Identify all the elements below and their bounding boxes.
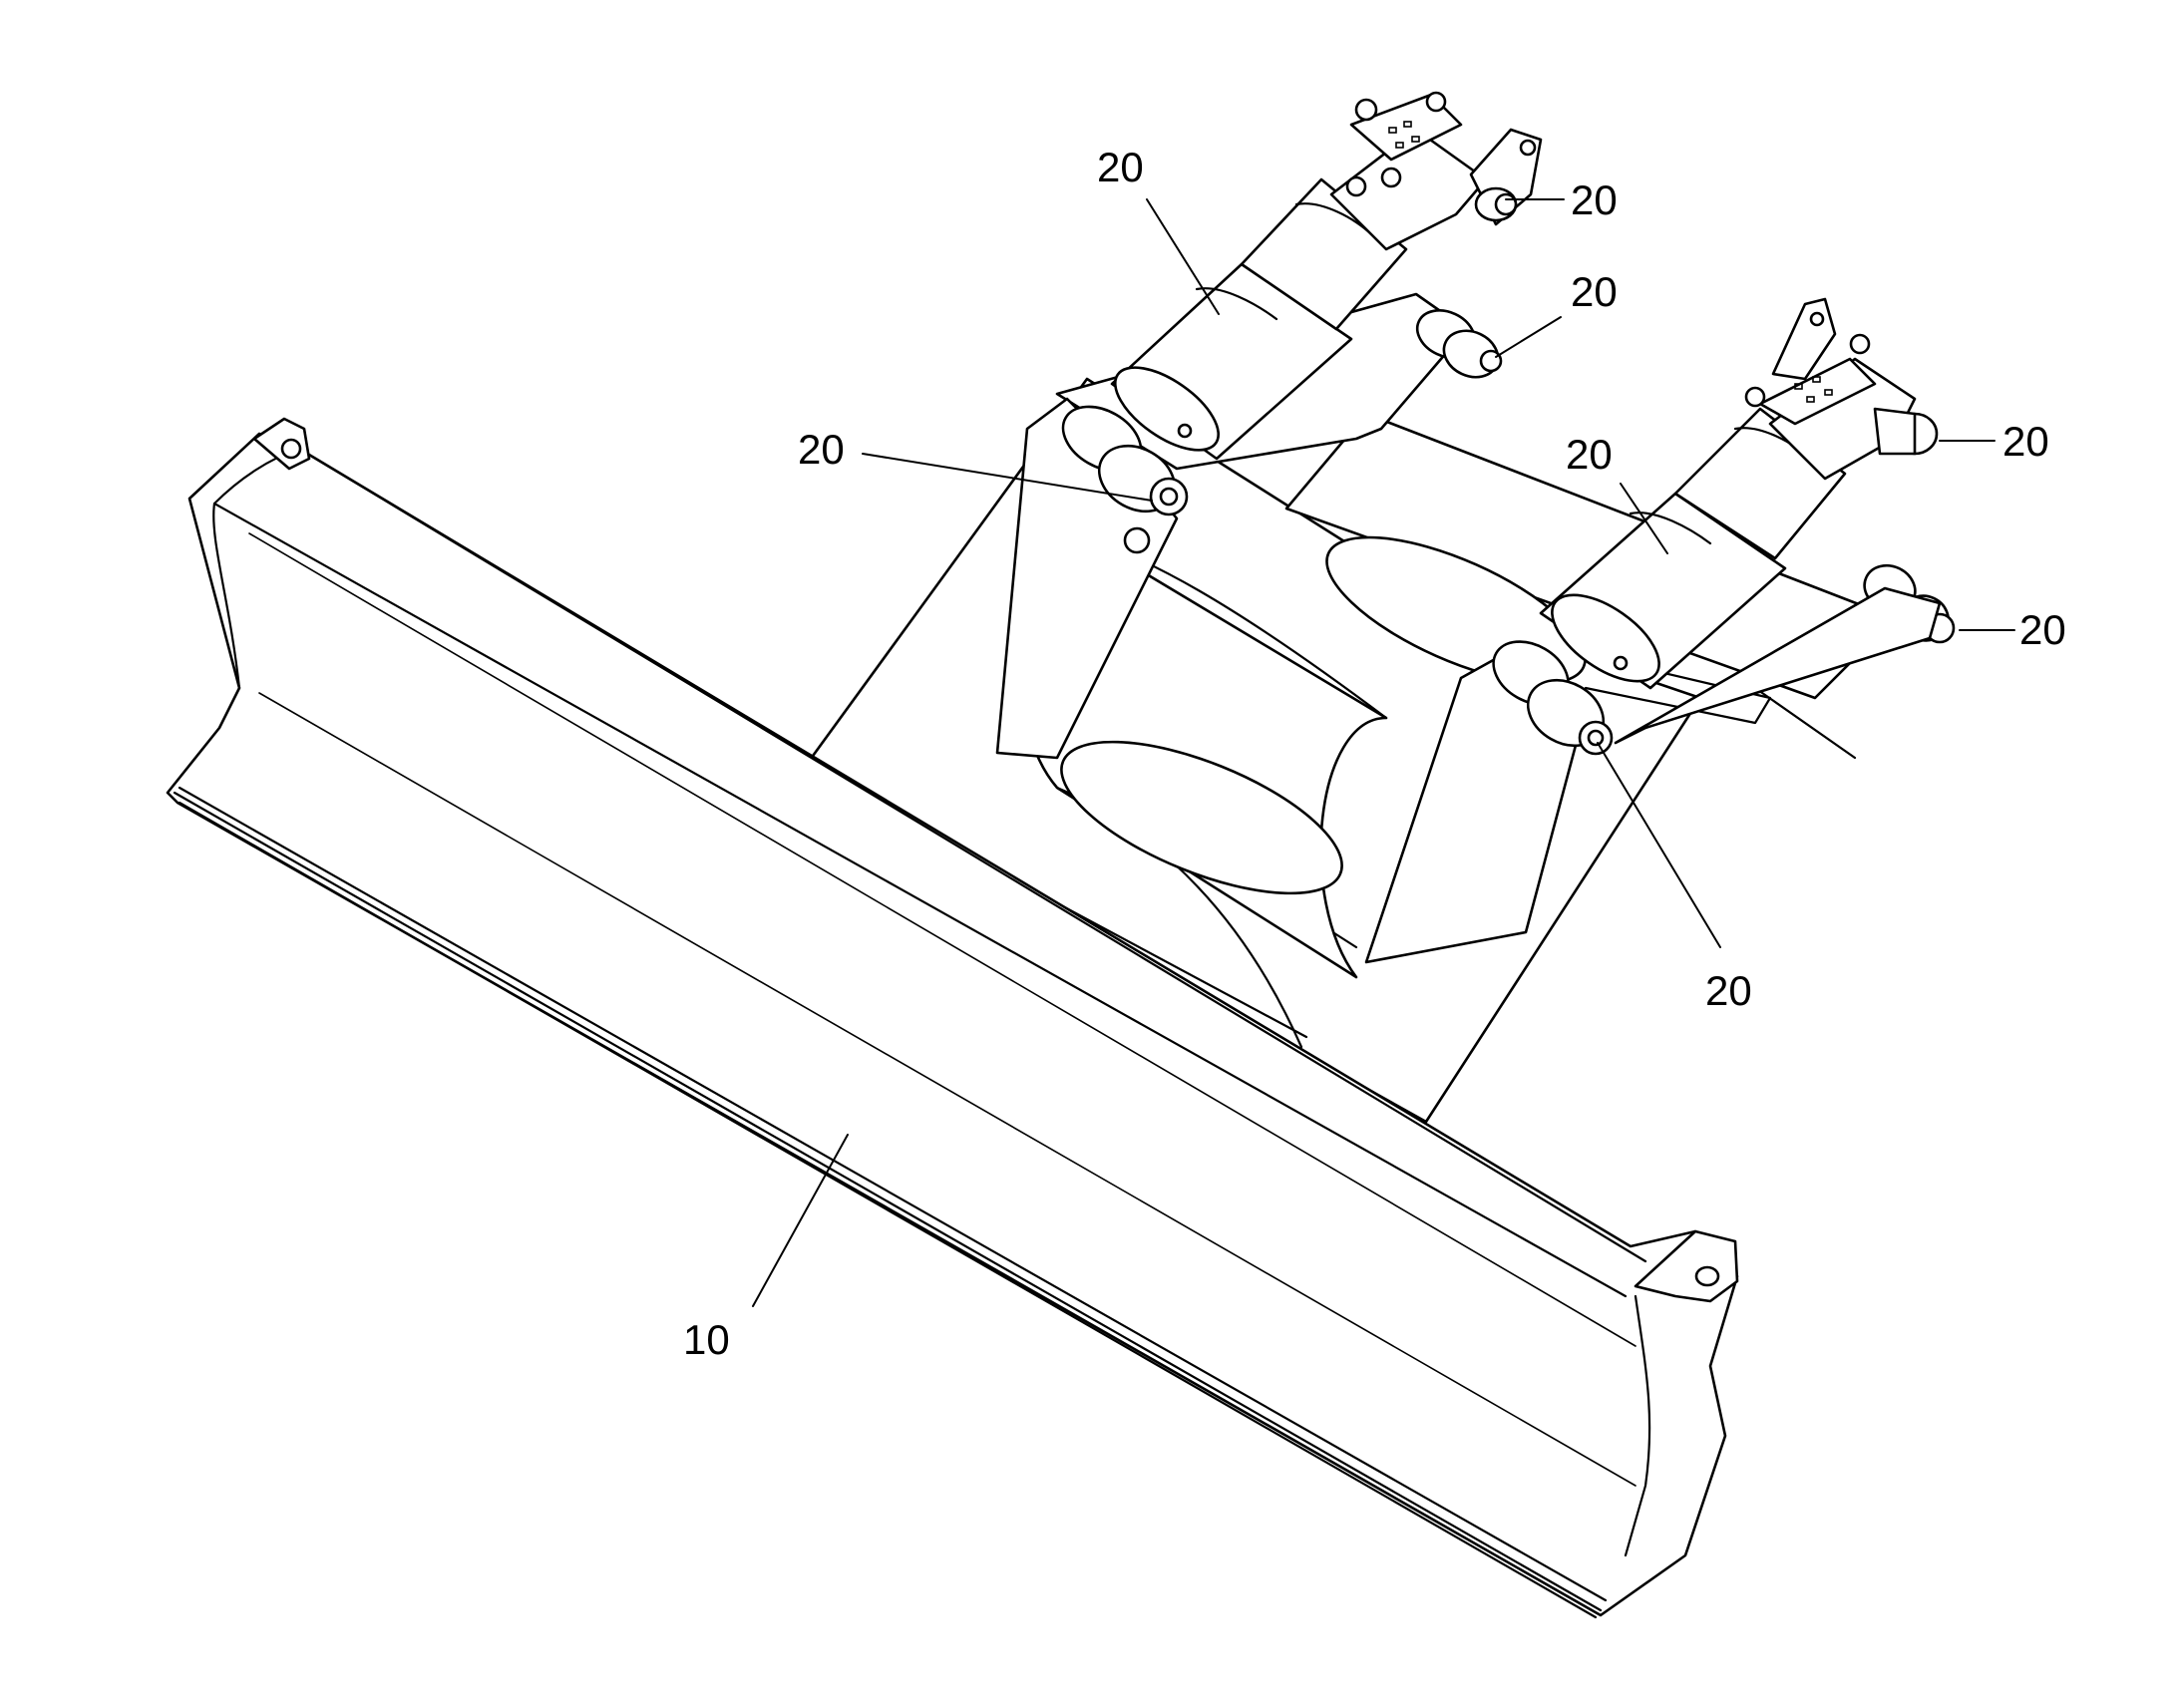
callout-label: 20 (798, 426, 845, 473)
leader-line (752, 1134, 849, 1307)
leader-line (1597, 742, 1721, 948)
leader-line (1146, 198, 1220, 315)
callout-label: 20 (1097, 144, 1144, 190)
leader-line (1620, 483, 1668, 554)
callout-label: 20 (1566, 431, 1613, 478)
frame-hole-left (1060, 740, 1343, 895)
callout-label: 20 (1571, 268, 1618, 315)
pivot-boss-left (1415, 309, 1503, 379)
pivot-boss-right (1614, 563, 1956, 745)
leader-line (862, 453, 1153, 502)
callout-label: 10 (683, 1316, 730, 1363)
cylinder-right (1492, 297, 1939, 756)
callout-label: 20 (1571, 176, 1618, 223)
leader-line (1495, 316, 1562, 358)
callout-label: 20 (1705, 967, 1752, 1014)
callout-label: 20 (2019, 606, 2066, 653)
blade (166, 417, 1739, 1619)
callouts: 20 20 20 20 20 20 20 20 10 (683, 144, 2066, 1363)
callout-label: 20 (2002, 418, 2049, 465)
cylinder-left (1061, 91, 1543, 554)
